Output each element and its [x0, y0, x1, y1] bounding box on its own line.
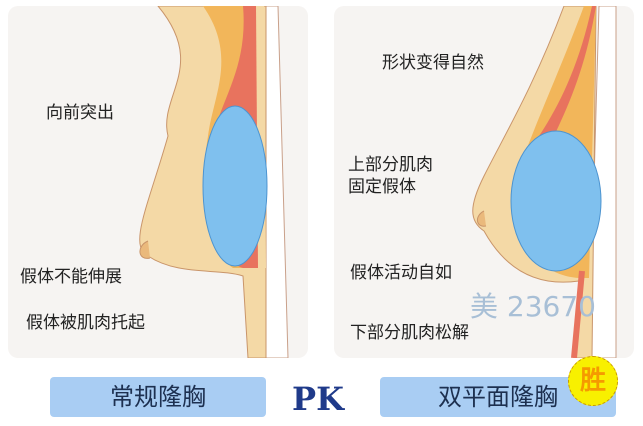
conventional-panel: 向前突出 假体不能伸展 假体被肌肉托起 — [8, 6, 308, 358]
watermark: 美 23670 — [470, 290, 596, 323]
conventional-caption: 常规隆胸 — [50, 377, 266, 417]
win-badge: 胜 — [568, 356, 618, 406]
label-natural-shape: 形状变得自然 — [382, 53, 484, 73]
pk-label: PK — [292, 380, 344, 418]
label-no-stretch: 假体不能伸展 — [20, 267, 122, 287]
conventional-breast-illustration — [139, 6, 289, 358]
dual-plane-panel: 形状变得自然 上部分肌肉 固定假体 假体活动自如 下部分肌肉松解 — [334, 6, 634, 358]
label-lifted-by-muscle: 假体被肌肉托起 — [26, 313, 145, 333]
label-free-movement: 假体活动自如 — [350, 263, 452, 283]
label-protrude: 向前突出 — [46, 103, 114, 123]
label-upper-muscle: 上部分肌肉 固定假体 — [348, 155, 433, 197]
label-lower-muscle-released: 下部分肌肉松解 — [350, 323, 469, 343]
dual-plane-breast-illustration — [472, 6, 617, 358]
